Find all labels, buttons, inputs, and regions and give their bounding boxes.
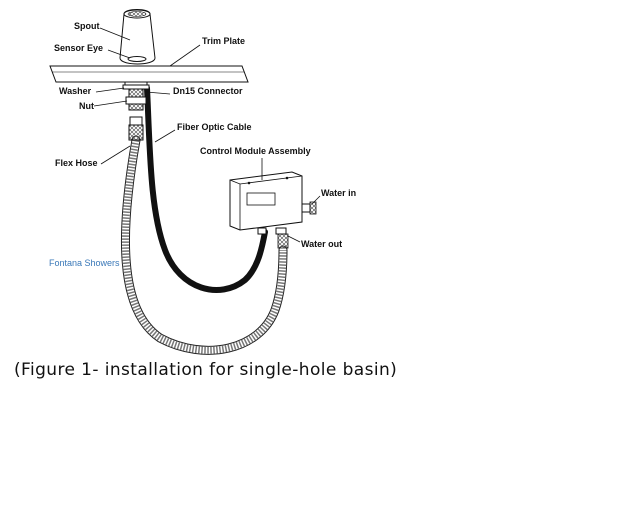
fiber-optic-cable — [144, 85, 268, 293]
sensor-eye — [127, 56, 147, 62]
shank-assembly — [122, 81, 150, 111]
flex-hose — [120, 135, 288, 355]
control-module-assembly — [229, 171, 317, 249]
label-sensor-eye: Sensor Eye — [54, 43, 103, 53]
washer — [122, 84, 150, 90]
figure-caption: (Figure 1- installation for single-hole … — [14, 360, 397, 380]
dn15-connector — [128, 116, 144, 141]
label-trim-plate: Trim Plate — [202, 36, 245, 46]
trim-plate — [49, 65, 249, 83]
label-spout: Spout — [74, 21, 100, 31]
watermark: Fontana Showers — [49, 258, 120, 268]
label-dn15-connector: Dn15 Connector — [173, 86, 243, 96]
leader-lines — [93, 27, 321, 243]
nut — [125, 96, 147, 105]
label-nut: Nut — [79, 101, 94, 111]
spout — [119, 9, 156, 65]
label-water-in: Water in — [321, 188, 356, 198]
label-control-module-assembly: Control Module Assembly — [200, 146, 311, 156]
label-fiber-optic-cable: Fiber Optic Cable — [177, 122, 252, 132]
label-washer: Washer — [59, 86, 92, 96]
label-water-out: Water out — [301, 239, 342, 249]
label-flex-hose: Flex Hose — [55, 158, 98, 168]
